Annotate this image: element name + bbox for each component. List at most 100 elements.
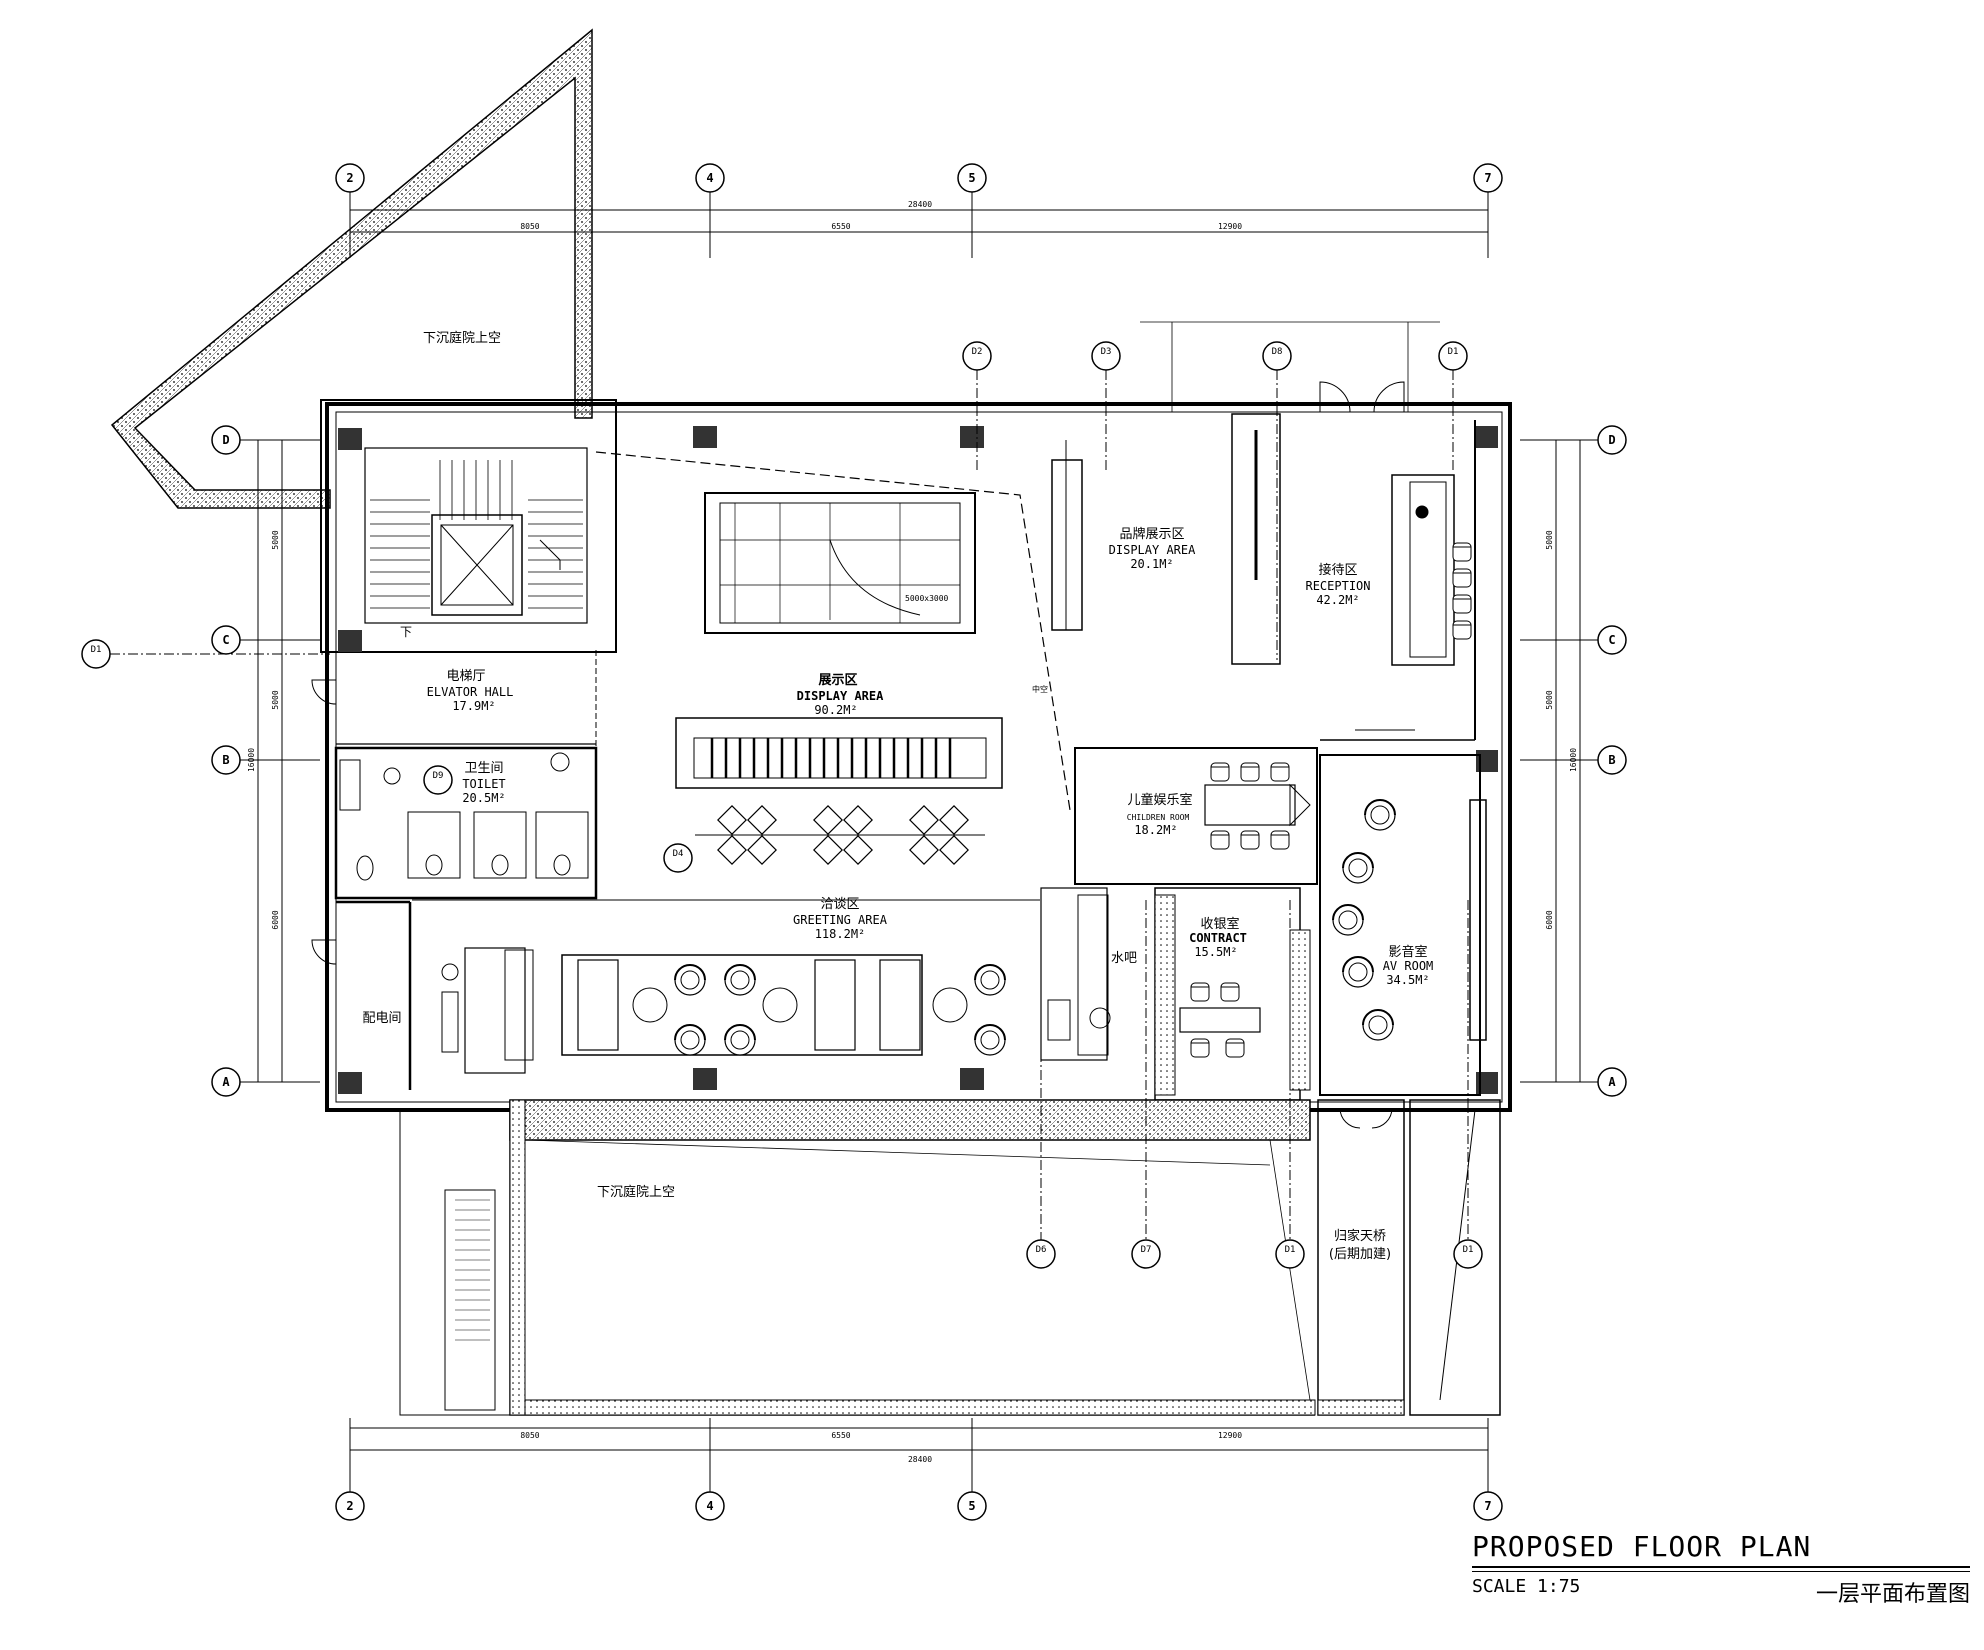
axis-col-4-top: 4 [706,171,713,185]
power-room-cn: 配电间 [362,1011,401,1026]
brand-display-panels [1051,413,1281,665]
brand-display-cn: 品牌展示区 [1119,526,1184,542]
top-total-dim: 28400 [908,200,932,209]
structural-columns [338,426,1498,1094]
contract-room-en: CONTRACT [1189,931,1247,945]
bottom-dimension-texts: 8050 6550 12900 28400 [520,1431,1242,1464]
entrance-doors [1140,321,1440,413]
right-dim-1: 5000 [1545,530,1554,549]
stair-down-mark: 下 [400,625,412,639]
greeting-area-cn: 洽谈区 [820,897,859,912]
drawing-title: PROPOSED FLOOR PLAN [1472,1530,1812,1563]
bar-fixtures [1047,894,1111,1056]
section-tag-d1-bottom: D1 [1285,1245,1296,1255]
greeting-area-furniture [441,947,1006,1074]
toilet-en: TOILET [462,777,505,791]
axis-col-2-top: 2 [346,171,353,185]
av-room-cn: 影音室 [1388,944,1427,960]
axis-row-a-left: A [222,1075,230,1089]
top-dim-3: 12900 [1218,222,1242,231]
section-tag-d2: D2 [972,347,983,357]
left-dimension-texts: 5000 5000 6000 16000 [247,530,280,929]
top-dim-2: 6550 [831,222,850,231]
sunken-courtyard-top-label: 下沉庭院上空 [423,330,501,346]
stair-elevator-core [364,447,588,624]
section-tag-d8: D8 [1272,347,1283,357]
axis-row-a-right: A [1608,1075,1616,1089]
row-axis-right [1597,425,1627,1097]
sunken-courtyard-top-wall [110,28,593,509]
reception-area: 42.2M² [1316,593,1359,607]
display-area-area: 90.2M² [814,703,857,717]
contract-room-area: 15.5M² [1194,945,1237,959]
bridge-cn: 归家天桥 [1334,1228,1386,1244]
axis-row-c-left: C [222,633,229,647]
axis-col-7-bottom: 7 [1484,1499,1491,1513]
display-area-seating [695,805,985,865]
title-rule-thick [1472,1566,1970,1568]
reception-en: RECEPTION [1305,579,1370,593]
section-tag-d3: D3 [1101,347,1112,357]
toilet-cn: 卫生间 [464,761,503,776]
av-room-area: 34.5M² [1386,973,1429,987]
children-room-area: 18.2M² [1134,823,1177,837]
brand-display-en: DISPLAY AREA [1109,543,1196,557]
section-tag-d6: D6 [1036,1245,1047,1255]
bottom-dim-3: 12900 [1218,1431,1242,1440]
bottom-total-dim: 28400 [908,1455,932,1464]
axis-col-5-top: 5 [968,171,975,185]
greeting-area-area: 118.2M² [815,927,866,941]
bottom-dim-2: 6550 [831,1431,850,1440]
display-area-en: DISPLAY AREA [797,689,884,703]
sunken-courtyard-bottom-label: 下沉庭院上空 [597,1184,675,1200]
right-total-dim: 16000 [1569,748,1578,772]
reception-cn: 接待区 [1318,562,1357,578]
top-dim-1: 8050 [520,222,539,231]
section-tag-d7: D7 [1141,1245,1152,1255]
children-room-cn: 儿童娱乐室 [1127,792,1192,808]
bar-cn: 水吧 [1111,951,1137,966]
left-dim-1: 5000 [271,530,280,549]
section-tag-leaders [110,370,1469,1240]
elevator-hall-cn: 电梯厅 [446,669,485,684]
contract-room-cn: 收银室 [1200,916,1239,932]
display-counter [675,717,1003,789]
interior-walls [334,420,1481,1101]
contract-room-furniture [1154,894,1311,1096]
section-tag-d1-bridge: D1 [1463,1245,1474,1255]
side-doors [311,679,337,965]
section-tag-d1-top: D1 [1448,347,1459,357]
axis-row-c-right: C [1608,633,1615,647]
elevator-hall-en: ELVATOR HALL [427,685,514,699]
toilet-fixtures [339,752,589,881]
display-area-cn: 展示区 [818,673,857,688]
reception-desk [1391,474,1472,666]
right-dimension-texts: 5000 5000 6000 16000 [1545,530,1578,929]
left-dim-3: 6000 [271,910,280,929]
site-model [704,492,976,634]
axis-row-d-left: D [222,433,229,447]
av-room-armchairs [1332,799,1487,1041]
stair-treads [370,460,583,609]
left-dim-2: 5000 [271,690,280,709]
axis-col-5-bottom: 5 [968,1499,975,1513]
top-dimension-texts: 28400 8050 6550 12900 [520,200,1242,231]
axis-row-b-left: B [222,753,229,767]
axis-row-b-right: B [1608,753,1615,767]
drawing-title-cn: 一层平面布置图 [1815,1582,1970,1607]
bottom-dim-1: 8050 [520,1431,539,1440]
axis-row-d-right: D [1608,433,1615,447]
title-rule-thin [1472,1571,1970,1572]
section-tag-d9: D9 [433,771,444,781]
column-axis-bottom [335,1491,1503,1521]
left-total-dim: 16000 [247,748,256,772]
title-block: PROPOSED FLOOR PLAN SCALE 1:75 一层平面布置图 [1472,1530,1970,1608]
brand-display-area: 20.1M² [1130,557,1173,571]
bridge-sub: (后期加建) [1329,1247,1391,1262]
column-axis-top [335,163,1503,193]
elevator-hall-area: 17.9M² [452,699,495,713]
drawing-scale: SCALE 1:75 [1472,1576,1581,1597]
axis-col-7-top: 7 [1484,171,1491,185]
section-tag-bubbles [81,341,1483,1269]
right-dim-2: 5000 [1545,690,1554,709]
